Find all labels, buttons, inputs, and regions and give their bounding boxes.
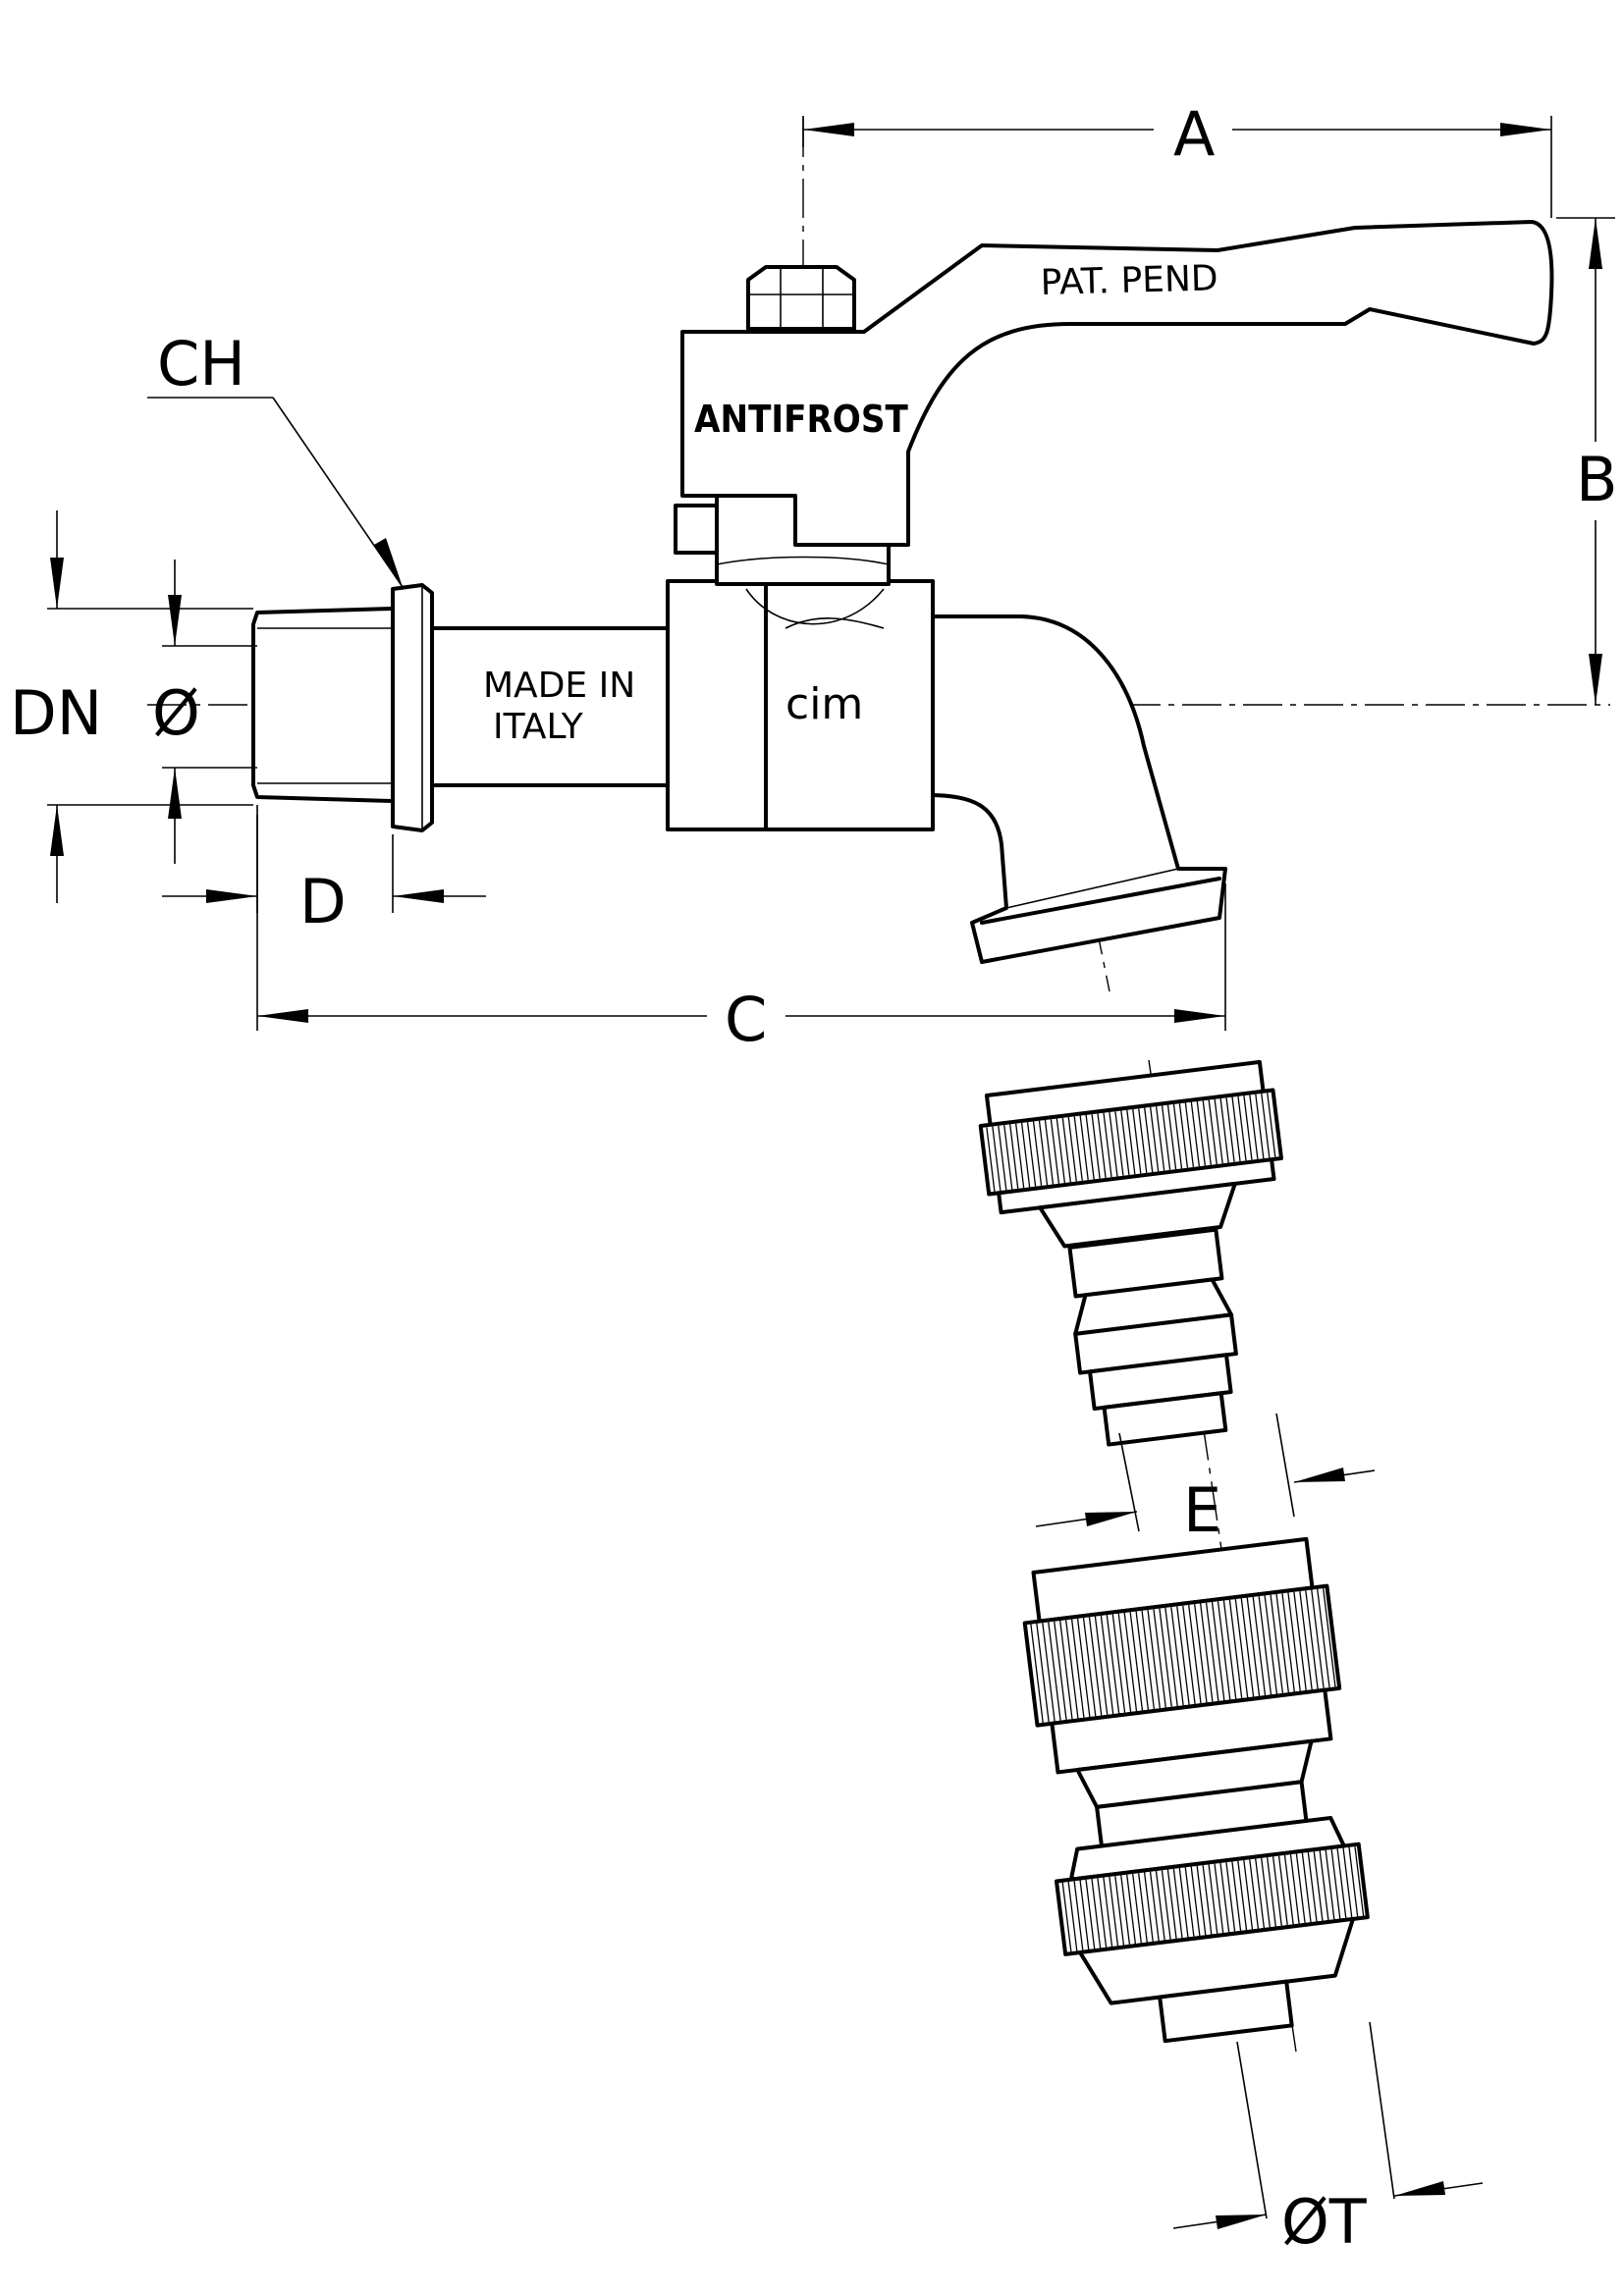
quick-coupling-male <box>978 1059 1283 1447</box>
dimension-label-CH: CH <box>157 328 245 400</box>
knurl-ring-1 <box>1030 1588 1336 1724</box>
valve-assembly: PAT. PEND ANTIFROST MADE IN ITALY cim <box>251 220 1554 964</box>
quick-coupling-female <box>1022 1536 1370 2044</box>
handle-marking: PAT. PEND <box>1040 258 1218 303</box>
top-nut <box>746 265 856 331</box>
dimension-labels: A B C D E CH DN Ø ØT <box>10 98 1618 2258</box>
stem-housing-marking: ANTIFROST <box>694 398 908 441</box>
dimension-label-B: B <box>1576 444 1618 515</box>
knurl-lines <box>986 1093 1365 1952</box>
dimension-label-C: C <box>725 984 767 1055</box>
hex-nut <box>391 583 434 832</box>
knurl-ring-2 <box>1061 1846 1365 1952</box>
dimension-label-diameter-T: ØT <box>1281 2186 1368 2258</box>
spout <box>921 614 1227 964</box>
dimension-label-E: E <box>1183 1474 1221 1546</box>
dimension-label-D: D <box>299 866 347 937</box>
knurl-ring-0 <box>986 1093 1276 1192</box>
dimension-label-diameter: Ø <box>152 677 200 749</box>
lever-handle <box>680 220 1554 547</box>
dimension-label-A: A <box>1173 98 1215 170</box>
pipe-marking-line2: ITALY <box>493 707 584 747</box>
pipe-marking-line1: MADE IN <box>483 666 635 706</box>
dimension-label-DN: DN <box>10 677 102 749</box>
dimension-lines <box>47 116 1615 2229</box>
brand-marking: cim <box>785 679 863 729</box>
threaded-inlet <box>251 607 395 803</box>
